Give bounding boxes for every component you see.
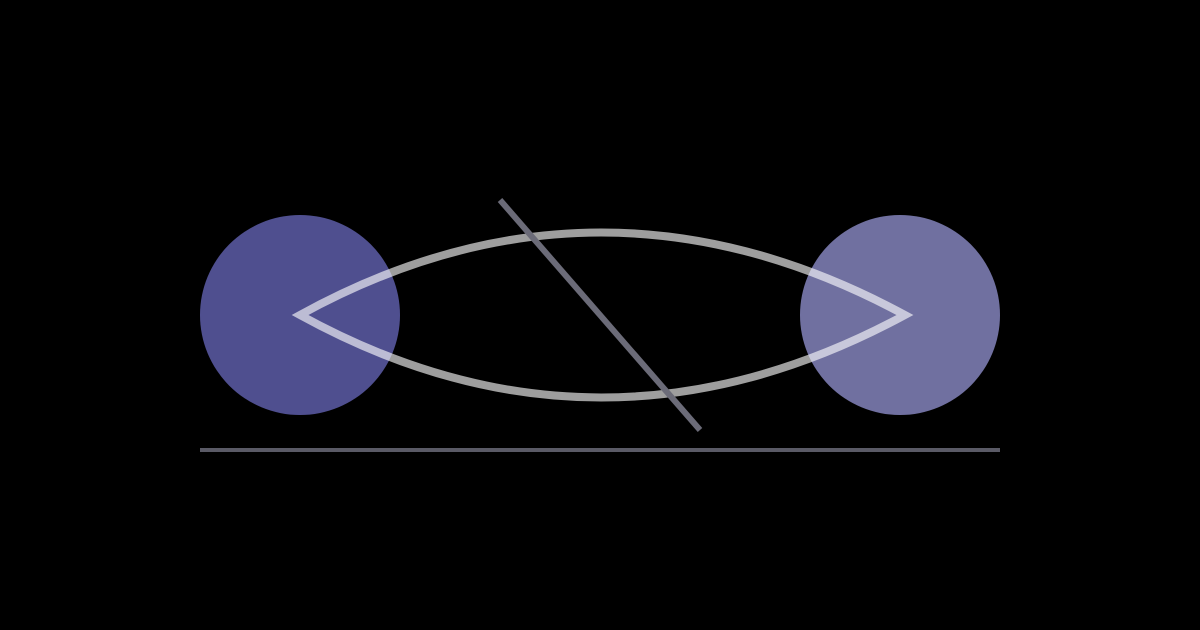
diagonal-line — [497, 198, 703, 432]
lens-outline — [291, 228, 914, 402]
